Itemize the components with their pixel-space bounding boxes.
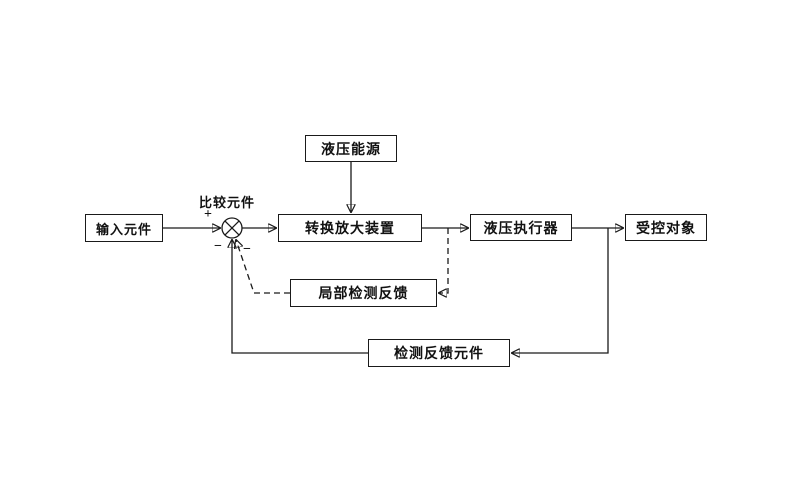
block-input-label: 输入元件 [95,221,152,237]
block-controlled: 受控对象 [625,214,707,241]
block-actuator-label: 液压执行器 [483,221,559,237]
line-local-feedback-tap [439,228,449,293]
block-input: 输入元件 [85,214,163,242]
line-main-feedback-return [232,240,368,354]
minus-sign-main-feedback: − [214,239,222,254]
plus-sign: + [204,207,212,222]
comparator-label: 比较元件 [198,195,255,210]
block-controlled-label: 受控对象 [636,221,696,237]
block-power-label: 液压能源 [321,142,381,158]
block-actuator: 液压执行器 [470,214,572,241]
minus-sign-local-feedback: − [243,242,251,257]
block-amplifier: 转换放大装置 [278,214,422,242]
block-power: 液压能源 [305,135,397,162]
block-local-feedback: 局部检测反馈 [290,279,437,307]
block-feedback: 检测反馈元件 [368,339,510,367]
block-local-feedback-label: 局部检测反馈 [318,287,409,302]
line-main-feedback-down [512,228,609,353]
summing-junction-icon [221,217,243,239]
block-amplifier-label: 转换放大装置 [305,222,395,237]
line-local-feedback-return [236,240,290,294]
block-feedback-label: 检测反馈元件 [394,347,484,362]
